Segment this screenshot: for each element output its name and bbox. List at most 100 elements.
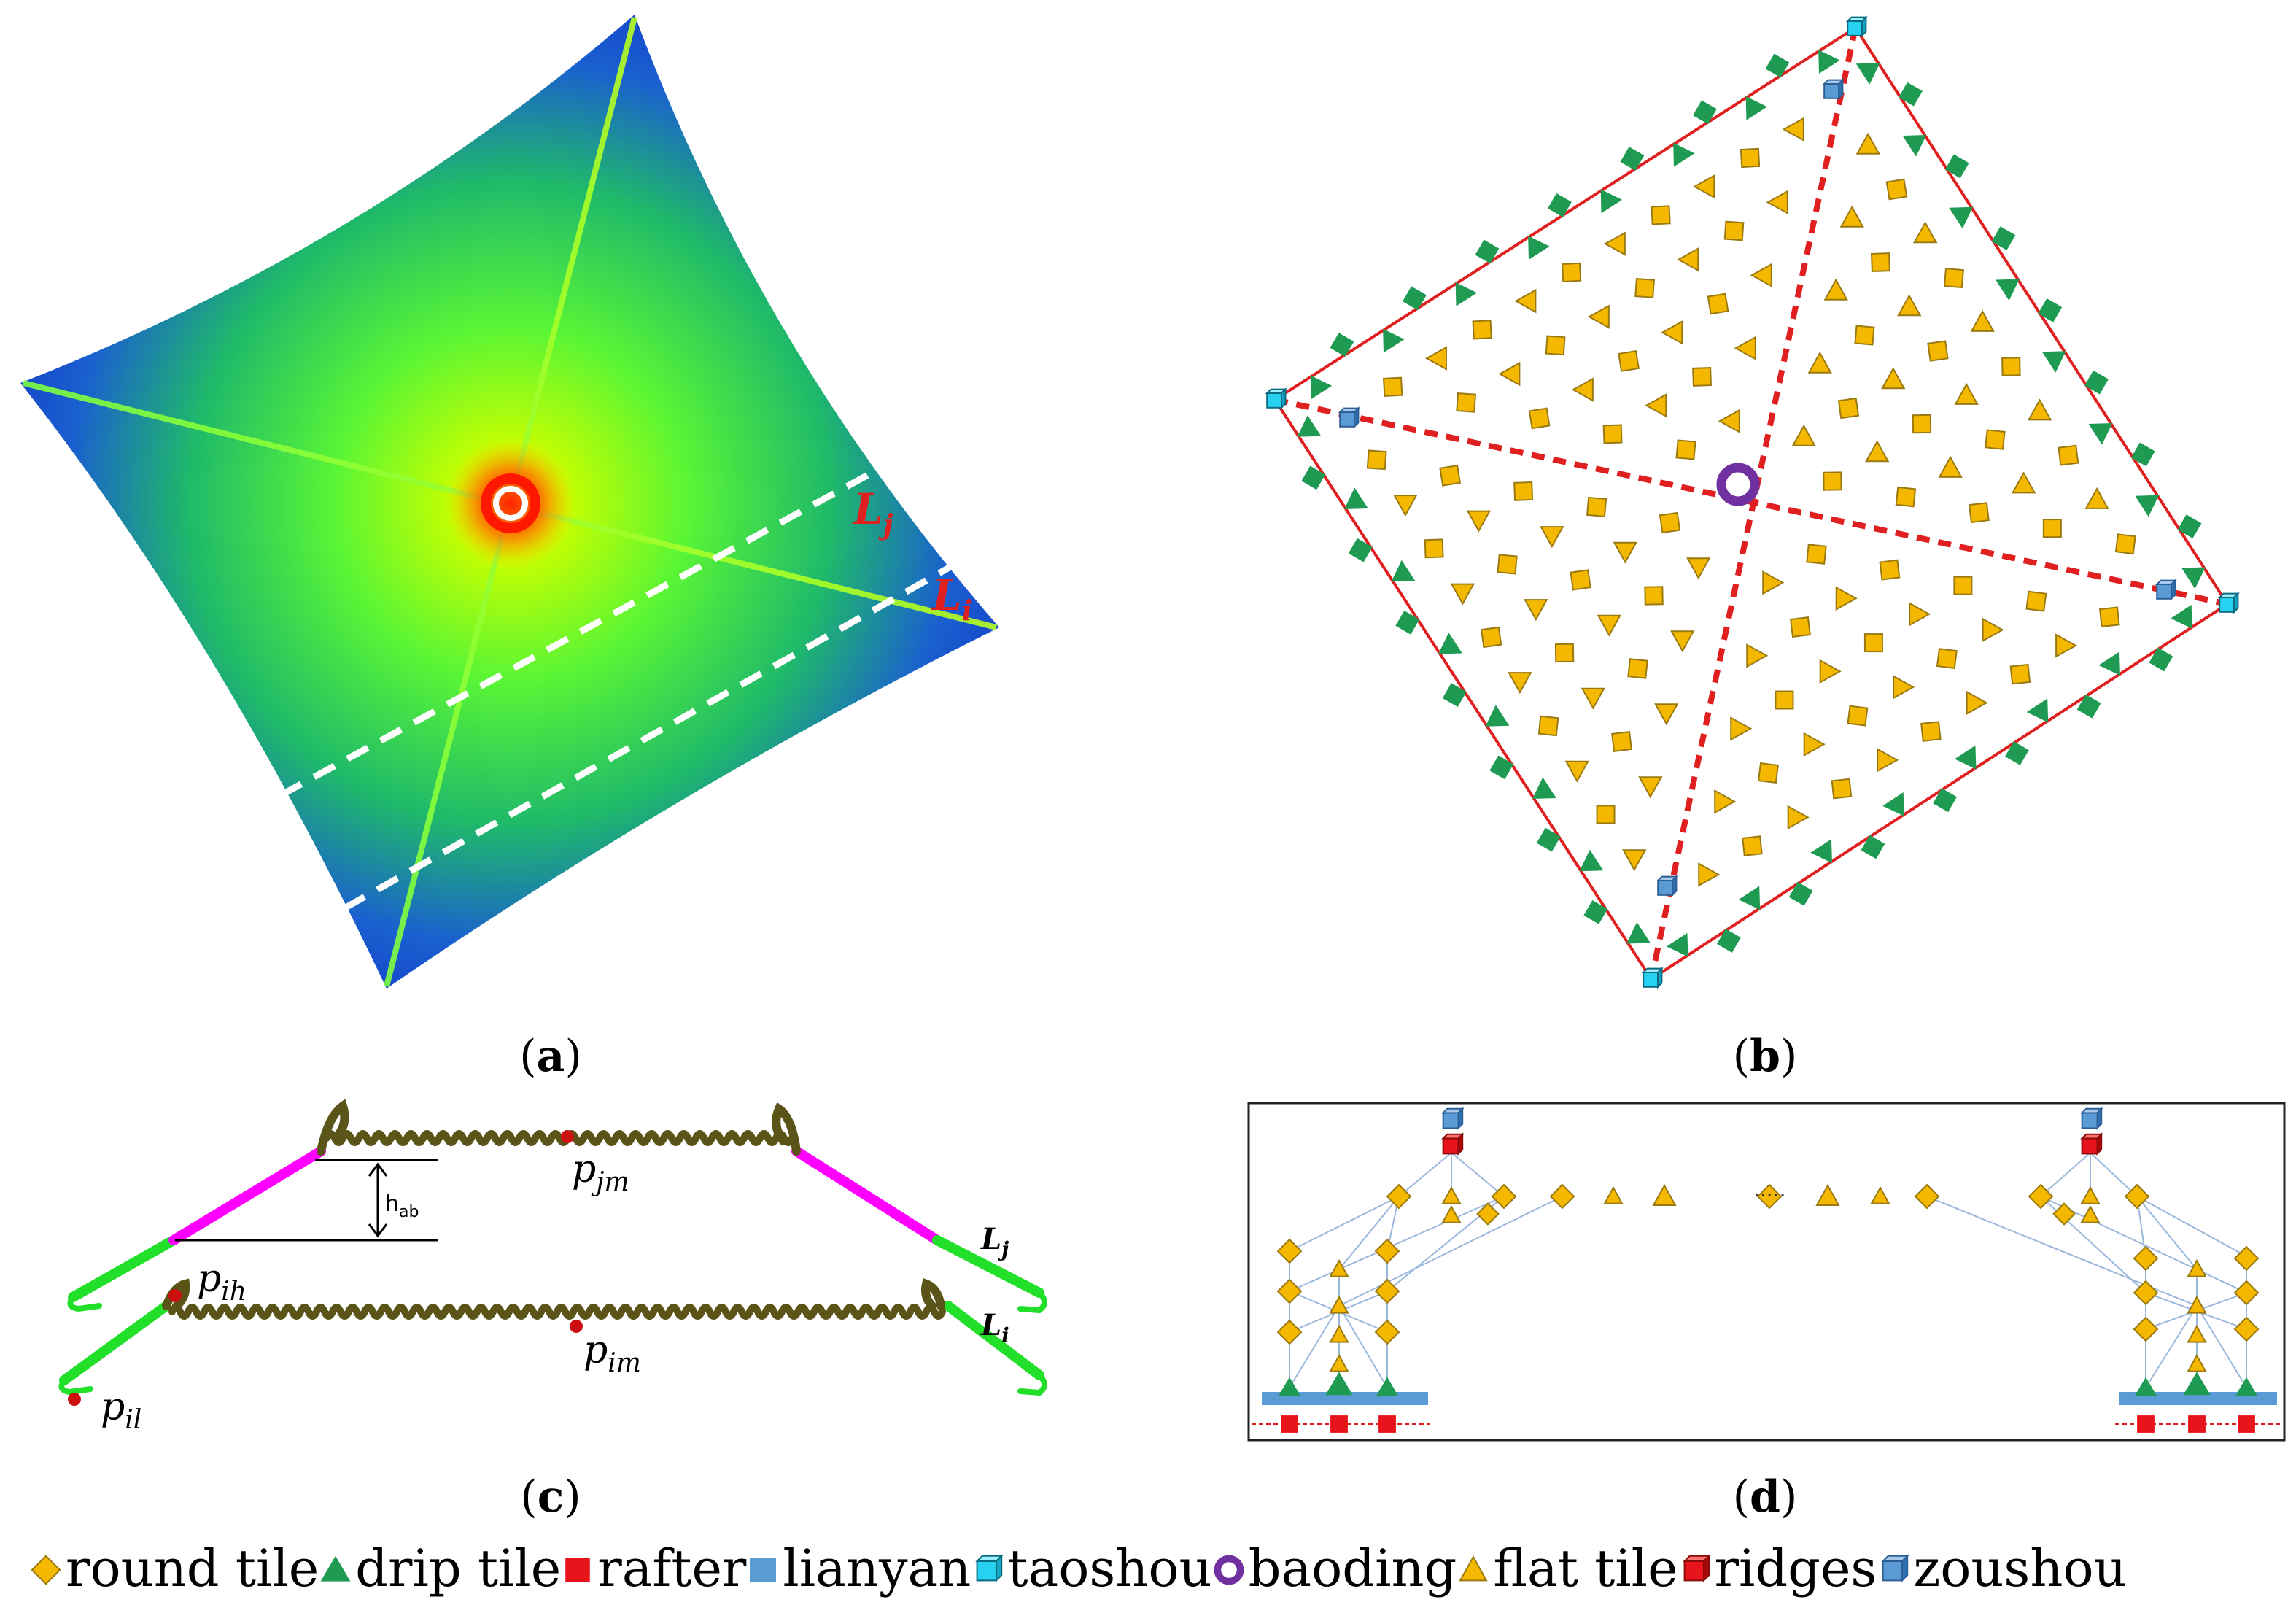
- round-tile-icon: [2124, 1183, 2150, 1210]
- flat-tile-icon: [1329, 1324, 1349, 1343]
- round-tile-icon: [1863, 633, 1883, 653]
- flat-tile-icon: [1459, 1555, 1489, 1582]
- drip-tile-icon: [2084, 370, 2109, 395]
- taoshou-icon: [975, 1554, 1004, 1582]
- flat-tile-icon: [1787, 805, 1810, 830]
- round-tile-icon: [1659, 511, 1681, 534]
- flat-tile-icon: [1870, 1185, 1890, 1204]
- round-tile-icon: [31, 1555, 61, 1585]
- flat-tile-icon: [2084, 487, 2109, 509]
- round-tile-icon: [1480, 626, 1502, 649]
- legend-label: baoding: [1248, 1539, 1457, 1598]
- drip-tile-icon: [1745, 96, 1768, 120]
- legend-item-drip-tile: drip tile: [319, 1539, 561, 1598]
- flat-tile-icon: [1855, 132, 1880, 155]
- label-li: Li: [931, 570, 972, 627]
- round-tile-icon: [1871, 252, 1890, 272]
- flat-tile-icon: [1393, 495, 1418, 517]
- drip-tile-icon: [1949, 206, 1974, 229]
- round-tile-icon: [1439, 464, 1462, 487]
- round-tile-icon: [1549, 1183, 1575, 1210]
- round-tile-icon: [1895, 486, 1917, 508]
- drip-tile-icon: [1475, 239, 1500, 264]
- drip-tile-icon: [2130, 442, 2155, 467]
- flat-tile-icon: [1982, 617, 2004, 643]
- flat-tile-icon: [1645, 392, 1667, 418]
- rafter-icon: [565, 1558, 591, 1582]
- lianyan-icon: [750, 1558, 777, 1582]
- round-tile-icon: [1723, 220, 1745, 241]
- drip-tile-icon: [1348, 538, 1373, 562]
- drip-tile-icon: [1818, 50, 1840, 74]
- flat-tile-icon: [1734, 336, 1756, 360]
- flat-tile-icon: [1750, 263, 1772, 287]
- drip-tile-icon: [1855, 63, 1880, 85]
- drip-tile-icon: [1810, 839, 1832, 864]
- profile-li: [58, 1277, 1047, 1396]
- drip-tile-icon: [1376, 1377, 1399, 1396]
- round-tile-icon: [2009, 663, 2031, 685]
- flat-tile-icon: [1864, 440, 1890, 463]
- rafter-icon: [2238, 1415, 2255, 1433]
- tile-marks: [1265, 15, 2240, 989]
- rafter-icon: [1378, 1415, 1396, 1433]
- flat-tile-icon: [1815, 1183, 1840, 1206]
- label-lj: Lj: [852, 484, 893, 541]
- label-p-jm: pjm: [572, 1148, 629, 1197]
- flat-tile-icon: [1718, 409, 1740, 433]
- flat-tile-icon: [1652, 1183, 1677, 1206]
- drip-tile-icon: [1489, 755, 1514, 780]
- round-tile-icon: [1914, 1183, 1940, 1210]
- drip-tile-icon: [2183, 1372, 2211, 1396]
- round-tile-icon: [1537, 715, 1559, 737]
- round-tile-icon: [31, 1555, 61, 1585]
- drip-tile-icon: [1455, 282, 1478, 306]
- panel-label-a: (a): [519, 1031, 582, 1082]
- drip-tile-icon: [2149, 647, 2173, 672]
- drip-tile-icon: [1882, 792, 1904, 816]
- round-tile-icon: [1627, 658, 1648, 679]
- ridge-lines: [1274, 27, 2228, 980]
- round-tile-icon: [2025, 590, 2047, 612]
- drip-tile-icon: [2038, 298, 2063, 322]
- flat-tile-icon: [1441, 1185, 1462, 1204]
- flat-tile-icon: [1912, 221, 1938, 244]
- drip-tile-icon: [1548, 193, 1572, 217]
- legend-item-rafter: rafter: [561, 1539, 746, 1598]
- ridges-icon: [1682, 1554, 1711, 1582]
- flat-tile-icon: [1938, 455, 1963, 478]
- drip-tile-icon: [1716, 929, 1741, 953]
- label-p-il: pil: [101, 1385, 141, 1435]
- flat-tile-icon: [1698, 862, 1721, 887]
- round-tile-icon: [2114, 533, 2136, 555]
- round-tile-icon: [1920, 721, 1942, 742]
- zoushou-icon: [1881, 1554, 1909, 1582]
- round-tile-icon: [1837, 397, 1860, 419]
- drip-tile-icon: [1395, 610, 1420, 635]
- round-tile-icon: [1528, 407, 1551, 430]
- drip-tile-icon: [1528, 236, 1550, 260]
- round-tile-icon: [1943, 267, 1965, 289]
- round-tile-icon: [2052, 1202, 2076, 1226]
- drip-tile-icon: [2004, 741, 2029, 765]
- drip-tile-icon: [1600, 189, 1623, 214]
- drip-tile-icon: [1620, 147, 1645, 171]
- flat-tile-icon: [1622, 849, 1647, 872]
- flat-tile-icon: [1954, 382, 1979, 405]
- drip-tile-icon: [1330, 333, 1354, 357]
- round-tile-icon: [1912, 414, 1932, 434]
- flat-tile-icon: [1603, 231, 1626, 256]
- legend-label: drip tile: [355, 1539, 562, 1598]
- flat-tile-icon: [1524, 599, 1548, 622]
- flat-tile-icon: [1329, 1258, 1349, 1277]
- legend-item-ridges: ridges: [1678, 1539, 1877, 1598]
- drip-tile-icon: [1788, 881, 1813, 906]
- flat-tile-icon: [2027, 398, 2052, 421]
- drip-tile-icon: [2177, 514, 2202, 539]
- zoushou-icon: [1822, 78, 1845, 101]
- panel-d-component-graph: .....: [1247, 1102, 2286, 1442]
- legend-item-taoshou: taoshou: [971, 1539, 1212, 1598]
- drip-tile-icon: [1902, 135, 1927, 157]
- ridges-icon: [1682, 1554, 1711, 1582]
